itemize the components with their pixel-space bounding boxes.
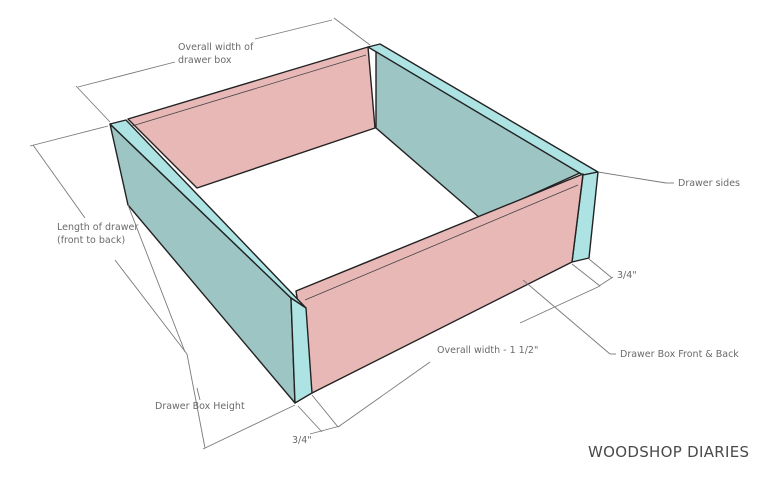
- front-back-label: Drawer Box Front & Back: [620, 349, 739, 360]
- dimension-lines: [29, 17, 674, 450]
- length-label-line1: Length of drawer: [57, 222, 139, 233]
- thickness-label-bottom: 3/4": [292, 435, 312, 446]
- length-label: Length of drawer (front to back): [57, 221, 138, 247]
- overall-width-label-line2: drawer box: [178, 55, 232, 66]
- length-label-line2: (front to back): [57, 235, 126, 246]
- left-side-front-edge: [290, 297, 313, 404]
- inner-width-label: Overall width - 1 1/2": [437, 345, 539, 356]
- thickness-label-right: 3/4": [617, 270, 637, 281]
- back-panel: [127, 46, 376, 189]
- brand-watermark: WOODSHOP DIARIES: [588, 443, 750, 461]
- overall-width-label-line1: Overall width of: [178, 42, 254, 53]
- overall-width-label: Overall width of drawer box: [178, 41, 253, 67]
- height-label: Drawer Box Height: [155, 401, 245, 412]
- drawer-sides-label: Drawer sides: [678, 178, 740, 189]
- front-panel: [295, 173, 584, 394]
